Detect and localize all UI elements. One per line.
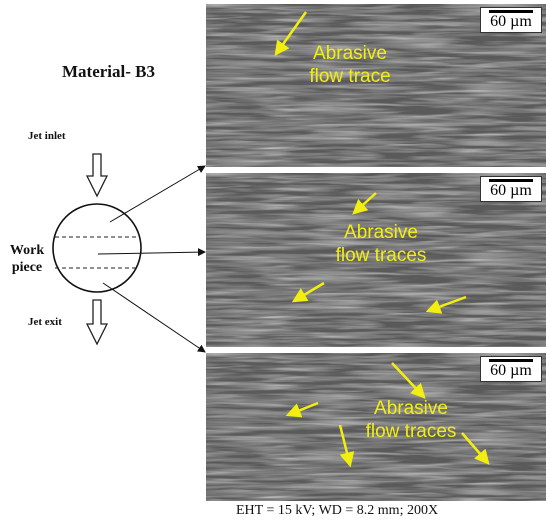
annotation-line2: flow traces (365, 421, 457, 442)
sem-image-middle (206, 173, 546, 347)
work-piece-line2: piece (11, 260, 43, 275)
work-piece-line1: Work (9, 243, 45, 258)
yellow-arrow (391, 362, 426, 399)
annotation-bottom: Abrasive flow traces (346, 397, 476, 443)
leader-line-middle (97, 248, 206, 257)
annotation-line1: Abrasive (313, 43, 387, 64)
sem-image-bottom (206, 353, 546, 501)
workpiece-circle (52, 203, 142, 293)
scale-bar: 60 µm (480, 7, 542, 33)
yellow-arrow (274, 11, 308, 57)
jet-exit-arrow-icon (85, 299, 109, 346)
leader-line-bottom (102, 282, 206, 353)
figure-caption: EHT = 15 kV; WD = 8.2 mm; 200X (236, 503, 439, 518)
scale-label: 60 µm (490, 182, 532, 199)
annotation-top: Abrasive flow trace (290, 42, 410, 88)
work-piece-label: Work piece (4, 242, 50, 276)
sem-panel-top: 60 µm Abrasive flow trace (206, 4, 546, 167)
yellow-arrow (285, 401, 319, 418)
scale-bar: 60 µm (480, 176, 542, 202)
annotation-line2: flow traces (335, 245, 427, 266)
annotation-line1: Abrasive (344, 222, 418, 243)
annotation-line1: Abrasive (374, 398, 448, 419)
jet-exit-label: Jet exit (28, 316, 62, 328)
scale-label: 60 µm (490, 362, 532, 379)
sem-image-top (206, 4, 546, 167)
scale-label: 60 µm (490, 13, 532, 30)
annotation-middle: Abrasive flow traces (316, 221, 446, 267)
scale-bar: 60 µm (480, 356, 542, 382)
sem-panel-bottom: 60 µm Abrasive flow traces (206, 353, 546, 501)
material-title: Material- B3 (62, 62, 155, 81)
yellow-arrow (352, 192, 377, 215)
yellow-arrow (461, 432, 490, 465)
yellow-arrow (291, 281, 325, 303)
jet-inlet-label: Jet inlet (28, 130, 66, 142)
annotation-line2: flow trace (309, 66, 391, 87)
yellow-arrow (425, 295, 467, 314)
jet-inlet-arrow-icon (85, 153, 109, 198)
yellow-arrow (338, 424, 355, 468)
sem-panel-middle: 60 µm Abrasive flow traces (206, 173, 546, 347)
leader-line-top (109, 165, 206, 223)
